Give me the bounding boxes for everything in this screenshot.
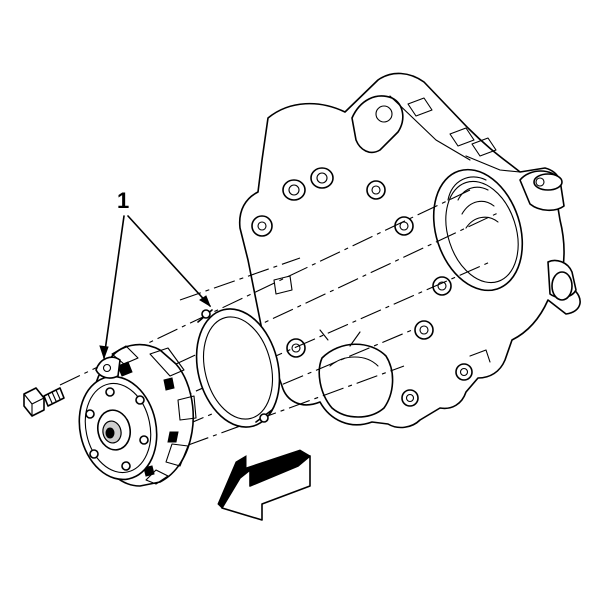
water-pump	[78, 343, 197, 487]
water-pump-gasket	[195, 308, 281, 428]
engine-front-cover	[238, 72, 581, 429]
callout-1: 1	[99, 188, 212, 360]
callout-1-leader-pump	[103, 215, 125, 359]
cover-bolt-bosses	[251, 167, 473, 407]
pump-bolt	[23, 387, 65, 417]
callout-1-label: 1	[117, 188, 129, 213]
removal-direction-arrow	[217, 449, 311, 521]
callout-1-leader-gasket	[127, 215, 211, 307]
